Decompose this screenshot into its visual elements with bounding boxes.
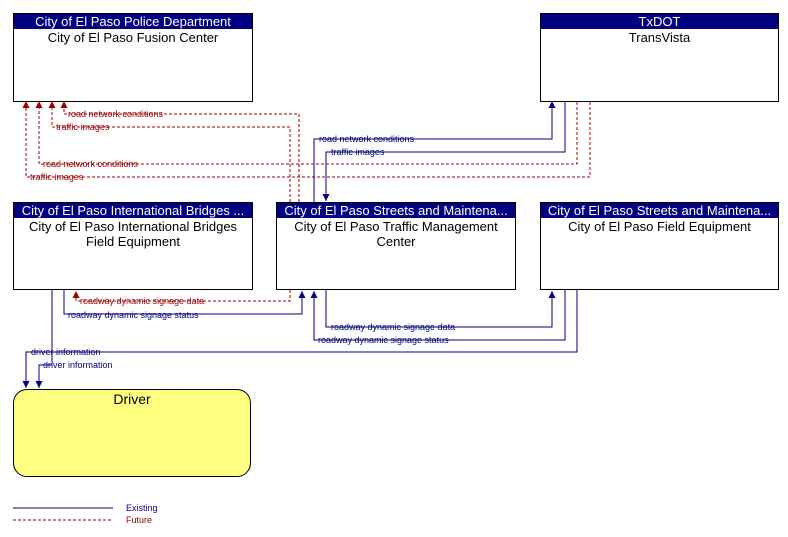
flow-tmc-field-rdsd[interactable] <box>325 290 556 328</box>
label-tmc-txdot-rnc: road network conditions <box>319 134 415 144</box>
bridges-header: City of El Paso International Bridges ..… <box>14 203 252 218</box>
flow-tmc-bridges-rdsd[interactable] <box>72 290 291 302</box>
label-tmc-police-ti: traffic images <box>56 122 110 132</box>
label-txdot-tmc-ti: traffic images <box>331 147 385 157</box>
police-name: City of El Paso Fusion Center <box>47 30 219 45</box>
flow-txdot-police-rnc[interactable] <box>35 101 578 165</box>
field-name: City of El Paso Field Equipment <box>568 219 751 234</box>
txdot-name: TransVista <box>628 30 691 45</box>
txdot-box[interactable]: TxDOT TransVista <box>540 13 779 102</box>
bridges-box[interactable]: City of El Paso International Bridges ..… <box>13 202 253 290</box>
label-tmc-bridges-rdsd: roadway dynamic signage data <box>80 296 204 306</box>
flow-bridges-driver-di[interactable] <box>35 290 53 388</box>
legend-existing-label: Existing <box>126 503 158 513</box>
label-txdot-police-rnc: road network conditions <box>43 159 139 169</box>
label-field-driver-di: driver information <box>31 347 101 357</box>
tmc-box[interactable]: City of El Paso Streets and Maintena... … <box>276 202 516 290</box>
flow-tmc-police-rnc[interactable] <box>60 101 300 202</box>
flow-txdot-tmc-ti[interactable] <box>322 101 566 201</box>
tmc-header: City of El Paso Streets and Maintena... <box>277 203 515 218</box>
flow-field-driver-di[interactable] <box>22 290 578 388</box>
police-header: City of El Paso Police Department <box>14 14 252 29</box>
label-tmc-field-rdsd: roadway dynamic signage data <box>331 322 455 332</box>
driver-name: Driver <box>113 391 151 407</box>
flow-tmc-txdot-rnc[interactable] <box>313 101 556 202</box>
label-bridges-driver-di: driver information <box>43 360 113 370</box>
txdot-header: TxDOT <box>541 14 778 29</box>
label-tmc-police-rnc: road network conditions <box>68 109 164 119</box>
legend-future-label: Future <box>126 515 152 525</box>
flow-field-tmc-rdss[interactable] <box>310 290 566 341</box>
field-box[interactable]: City of El Paso Streets and Maintena... … <box>540 202 779 290</box>
driver-box[interactable]: Driver <box>13 389 251 477</box>
flow-tmc-police-ti[interactable] <box>48 101 291 202</box>
label-field-tmc-rdss: roadway dynamic signage status <box>318 335 449 345</box>
label-txdot-police-ti: traffic images <box>30 172 84 182</box>
bridges-name: City of El Paso International Bridges Fi… <box>28 219 238 249</box>
police-box[interactable]: City of El Paso Police Department City o… <box>13 13 253 102</box>
flow-bridges-tmc-rdss[interactable] <box>63 290 306 315</box>
field-header: City of El Paso Streets and Maintena... <box>541 203 778 218</box>
flow-txdot-police-ti[interactable] <box>22 101 591 178</box>
label-bridges-tmc-rdss: roadway dynamic signage status <box>68 310 199 320</box>
tmc-name: City of El Paso Traffic Management Cente… <box>294 219 498 249</box>
